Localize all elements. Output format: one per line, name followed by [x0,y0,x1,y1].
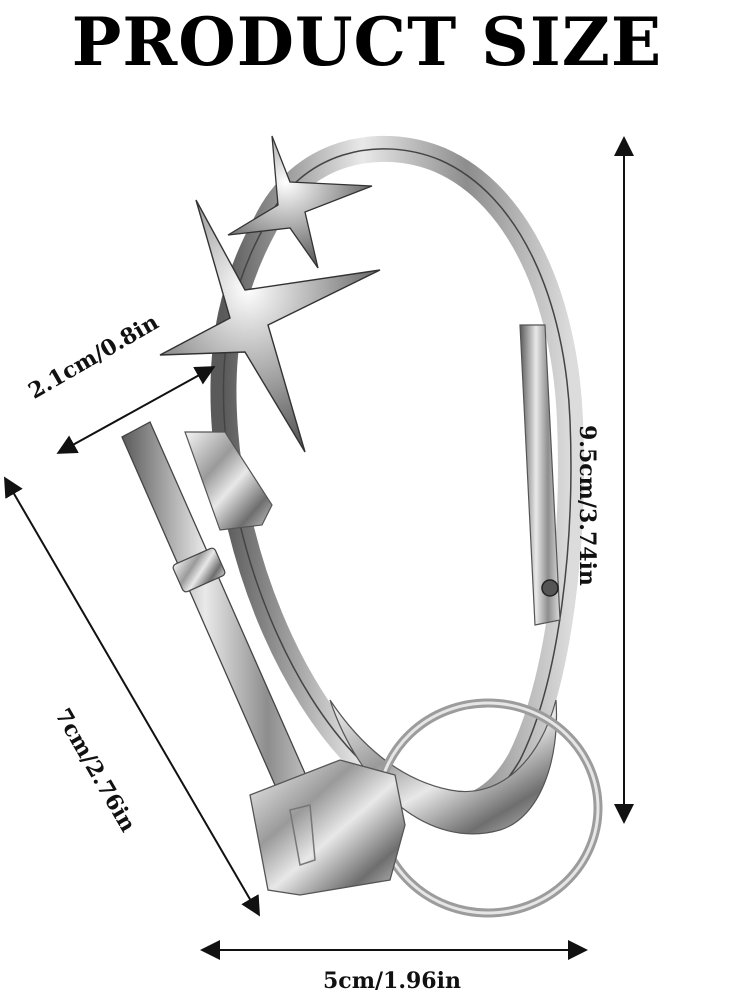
star-width-dimension-line [56,366,216,454]
page-title: PRODUCT SIZE [71,3,663,81]
diagonal-dimension-line [3,476,261,917]
star-charm-large [159,199,381,453]
height-label: 9.5cm/3.74in [574,425,600,586]
width-label: 5cm/1.96in [323,968,461,994]
star-charm-small [227,135,373,269]
key-bottle-opener [121,421,406,896]
gate-rivet [541,579,559,597]
